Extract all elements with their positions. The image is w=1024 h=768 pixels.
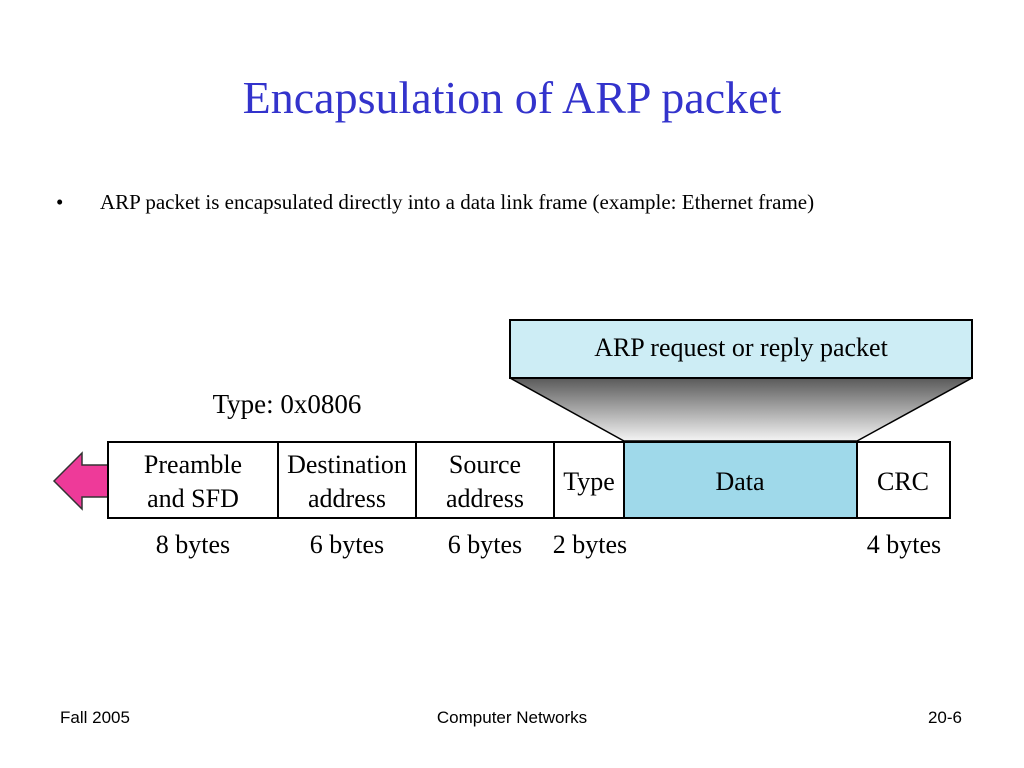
footer-date: Fall 2005 xyxy=(60,708,130,727)
size-crc: 4 bytes xyxy=(867,530,941,559)
bullet-icon: • xyxy=(56,190,64,214)
field-crc-label: CRC xyxy=(877,467,929,496)
field-data-label: Data xyxy=(715,467,765,496)
field-preamble xyxy=(107,441,279,519)
field-source-line2: address xyxy=(446,484,524,513)
footer-page-number: 20-6 xyxy=(927,708,962,727)
field-destination-line1: Destination xyxy=(287,450,407,479)
bullet-item: • ARP packet is encapsulated directly int… xyxy=(56,189,996,215)
arp-packet-label: ARP request or reply packet xyxy=(594,333,888,362)
bullet-text: ARP packet is encapsulated directly into… xyxy=(100,190,815,214)
direction-arrow-icon xyxy=(52,451,109,511)
field-type-label: Type xyxy=(563,467,615,496)
size-type: 2 bytes xyxy=(553,530,627,559)
field-destination-line2: address xyxy=(308,484,386,513)
field-preamble-line1: Preamble xyxy=(144,450,242,479)
field-source-line1: Source xyxy=(449,450,521,479)
field-type xyxy=(553,441,625,519)
size-preamble: 8 bytes xyxy=(156,530,230,559)
field-destination xyxy=(277,441,417,519)
field-data xyxy=(623,441,858,519)
encapsulation-funnel xyxy=(509,377,973,442)
footer-course: Computer Networks xyxy=(436,708,588,727)
arp-packet-box xyxy=(509,319,973,379)
field-crc xyxy=(856,441,951,519)
field-preamble-line2: and SFD xyxy=(147,484,239,513)
size-destination: 6 bytes xyxy=(310,530,384,559)
type-value-label: Type: 0x0806 xyxy=(213,389,362,419)
slide-title: Encapsulation of ARP packet xyxy=(242,72,782,123)
size-source: 6 bytes xyxy=(448,530,522,559)
